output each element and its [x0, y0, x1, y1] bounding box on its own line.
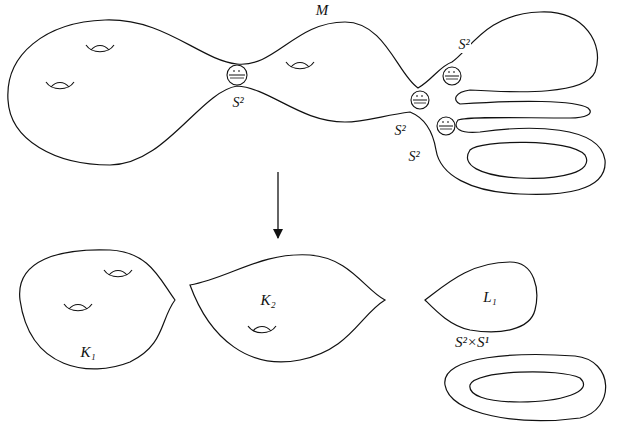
manifold: M — [2, 2, 617, 200]
manifold-label: K₂ — [259, 292, 276, 309]
manifold-label: L₁ — [482, 289, 498, 306]
manifold-label: S²×S¹ — [454, 334, 490, 351]
prime-piece: K₁ — [10, 244, 182, 376]
sphere-label: S² — [231, 95, 244, 110]
manifold-label: K₁ — [79, 344, 96, 361]
outline — [2, 2, 617, 200]
prime-piece: L₁ — [420, 256, 544, 338]
sphere-label: S² — [457, 37, 470, 52]
map-arrow — [277, 172, 278, 238]
sphere-label: S² — [393, 123, 406, 138]
prime-piece: S²×S¹ — [438, 332, 618, 422]
outline — [185, 248, 390, 368]
sphere-label: S² — [407, 149, 420, 164]
prime-piece: K₂ — [185, 248, 390, 368]
manifold-label: M — [315, 2, 330, 19]
